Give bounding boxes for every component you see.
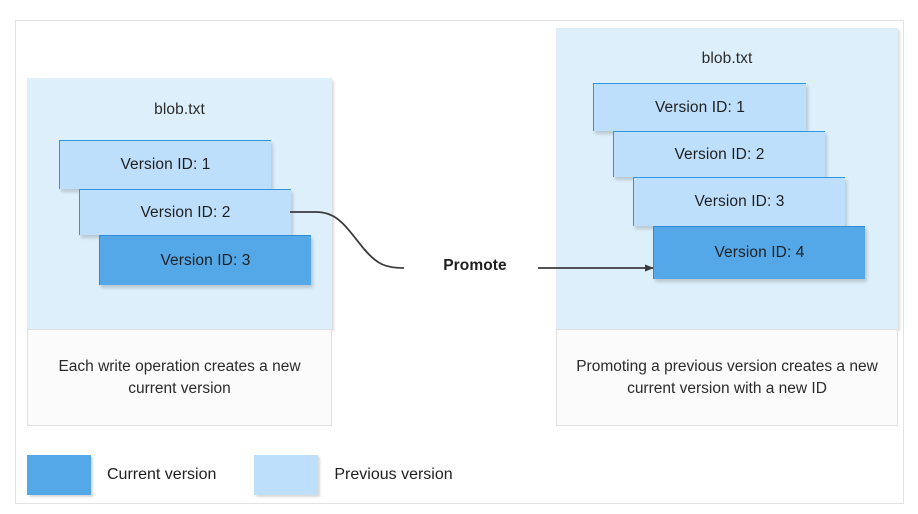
right-version-card-3-label: Version ID: 3 [694,193,785,210]
right-version-card-2: Version ID: 2 [613,131,825,177]
legend-label-previous: Previous version [334,466,453,483]
promote-label: Promote [420,257,530,275]
legend-label-current: Current version [107,466,217,483]
right-version-card-3: Version ID: 3 [633,177,845,226]
legend-item-current: Current version [27,455,216,495]
legend-swatch-previous-icon [254,455,319,495]
left-caption-box: Each write operation creates a new curre… [27,329,332,426]
left-version-card-1-label: Version ID: 1 [120,156,211,173]
left-file-panel: blob.txt Version ID: 1 Version ID: 2 Ver… [27,78,332,329]
right-version-card-2-label: Version ID: 2 [674,145,765,163]
right-caption-box: Promoting a previous version creates a n… [556,329,898,426]
legend: Current version Previous version [27,454,453,496]
left-version-card-3-label: Version ID: 3 [160,251,251,269]
left-caption-text: Each write operation creates a new curre… [58,357,301,397]
right-version-card-1-label: Version ID: 1 [654,98,746,116]
left-version-card-1: Version ID: 1 [59,140,271,189]
left-panel-file-name: blob.txt [154,101,205,118]
left-version-card-3: Version ID: 3 [99,235,311,285]
left-version-card-2-label: Version ID: 2 [140,203,231,221]
legend-swatch-current-icon [27,455,91,495]
right-caption-text: Promoting a previous version creates a n… [576,357,878,397]
right-version-card-1: Version ID: 1 [593,83,806,131]
right-version-card-4-label: Version ID: 4 [714,244,805,261]
right-panel-file-name: blob.txt [701,50,753,67]
left-version-card-2: Version ID: 2 [79,189,291,235]
right-version-card-4: Version ID: 4 [653,226,865,279]
legend-item-previous: Previous version [254,455,453,495]
right-file-panel: blob.txt Version ID: 1 Version ID: 2 Ver… [556,28,898,329]
diagram-frame: blob.txt Version ID: 1 Version ID: 2 Ver… [15,20,904,504]
